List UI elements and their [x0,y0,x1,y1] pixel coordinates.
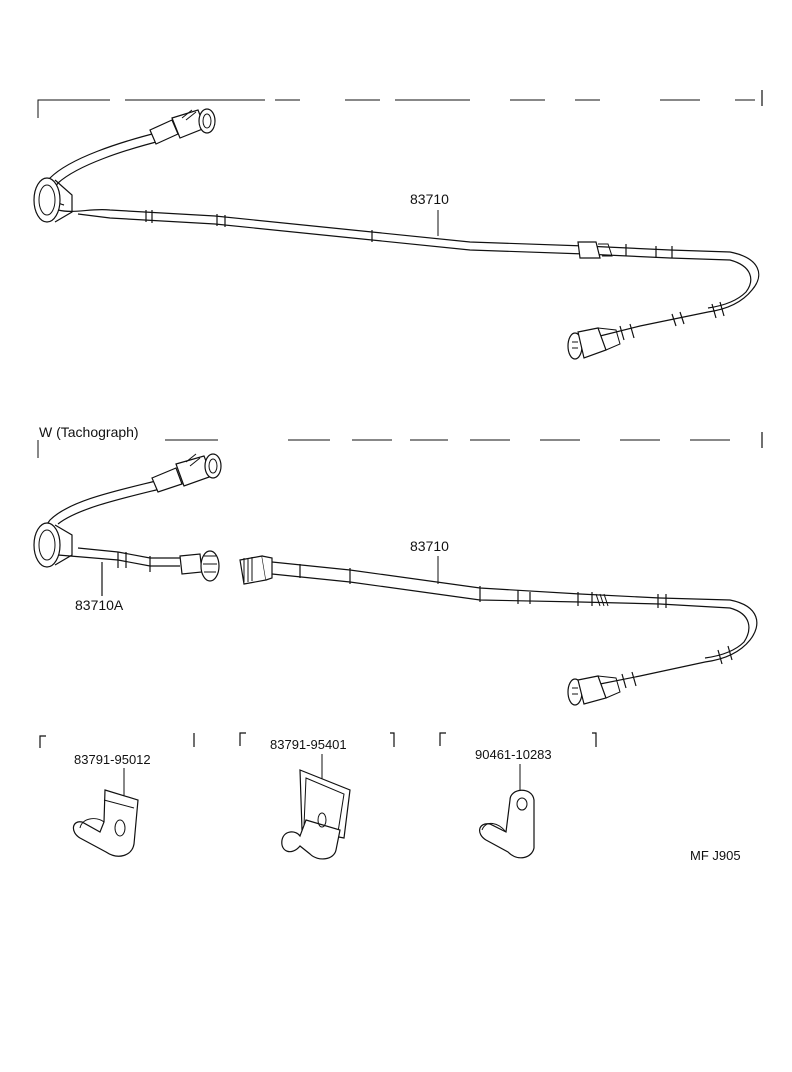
top-cable-part-label: 83710 [410,191,449,207]
clamp-3-part-number: 90461-10283 [475,747,552,762]
clamp-2: 83791-95401 [239,732,395,860]
tachograph-section-frame [37,432,763,458]
top-section: 83710 [33,90,763,360]
clamp-2-part-number: 83791-95401 [270,737,347,752]
diagram-reference-code: MF J905 [690,848,741,863]
clamp-1-part-number: 83791-95012 [74,752,151,767]
speedometer-cable-top [33,108,760,360]
tachograph-sub-cable-part-label: 83710A [75,597,124,613]
clamp-3: 90461-10283 [439,732,597,859]
tachograph-section: W (Tachograph) 83710A [33,424,763,706]
tachograph-cable-sub [33,453,222,596]
tachograph-main-cable-part-label: 83710 [410,538,449,554]
tachograph-section-title: W (Tachograph) [39,424,139,440]
clamp-1: 83791-95012 [39,733,195,857]
tachograph-cable-main [239,555,758,706]
top-section-frame [37,90,763,118]
